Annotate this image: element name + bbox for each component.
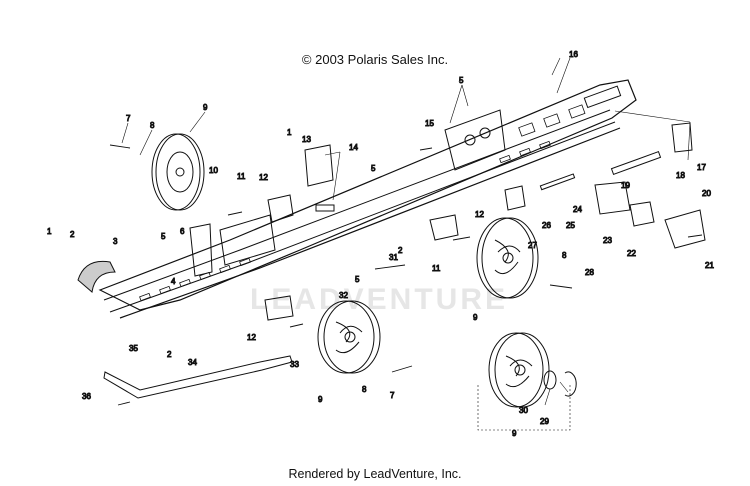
callout: 20 [702,189,711,198]
callout: 5 [355,275,360,284]
callout: 2 [167,350,172,359]
callout: 9 [512,429,517,438]
callout: 21 [705,261,714,270]
wheel-detail [488,332,577,408]
end-cap [77,260,116,293]
callout: 8 [562,251,567,260]
callout: 16 [569,50,578,59]
callout: 23 [603,236,612,245]
callout: 11 [432,264,441,273]
callout: 30 [519,406,528,415]
callout: 11 [237,172,246,181]
callout: 4 [171,277,176,286]
rail-assembly [98,79,637,319]
wear-strip [103,355,293,399]
callout: 1 [287,128,292,137]
callout: 8 [150,121,155,130]
callout-labels: 1 1 2 2 2 3 4 5 5 5 5 6 7 7 8 8 8 9 9 9 … [47,50,715,439]
callout: 9 [473,313,478,322]
callout: 1 [47,227,52,236]
callout: 26 [542,221,551,230]
callout: 24 [573,205,582,214]
wheel-lower [317,300,381,374]
callout: 18 [676,171,685,180]
callout: 5 [371,164,376,173]
wheel-mid [476,217,539,299]
callout: 9 [203,103,208,112]
copyright-text: © 2003 Polaris Sales Inc. [301,52,449,67]
callout: 2 [70,230,75,239]
callout: 19 [621,181,630,190]
callout: 12 [475,210,484,219]
callout: 22 [627,249,636,258]
callout: 5 [161,232,166,241]
callout: 6 [180,227,185,236]
callout: 29 [540,417,549,426]
bolts [109,144,703,406]
callout: 3 [113,237,118,246]
callout: 10 [209,166,218,175]
callout: 28 [585,268,594,277]
callout: 2 [398,246,403,255]
callout: 13 [302,135,311,144]
callout: 9 [318,395,323,404]
callout: 12 [259,173,268,182]
wheel-upper-left [151,133,205,211]
pivot-parts [189,122,706,321]
rail-slots [139,104,586,302]
callout: 5 [459,76,464,85]
callout: 34 [188,358,197,367]
callout: 7 [126,114,131,123]
callout: 36 [82,392,91,401]
leader-lines [121,57,691,406]
callout: 15 [425,119,434,128]
footer-credit: Rendered by LeadVenture, Inc. [288,467,462,481]
callout: 25 [566,221,575,230]
callout: 31 [389,253,398,262]
callout: 27 [528,241,537,250]
callout: 14 [349,143,358,152]
callout: 17 [697,163,706,172]
callout: 8 [362,385,367,394]
callout: 33 [290,360,299,369]
callout: 12 [247,333,256,342]
callout: 35 [129,344,138,353]
callout: 7 [390,391,395,400]
callout: 32 [339,291,348,300]
